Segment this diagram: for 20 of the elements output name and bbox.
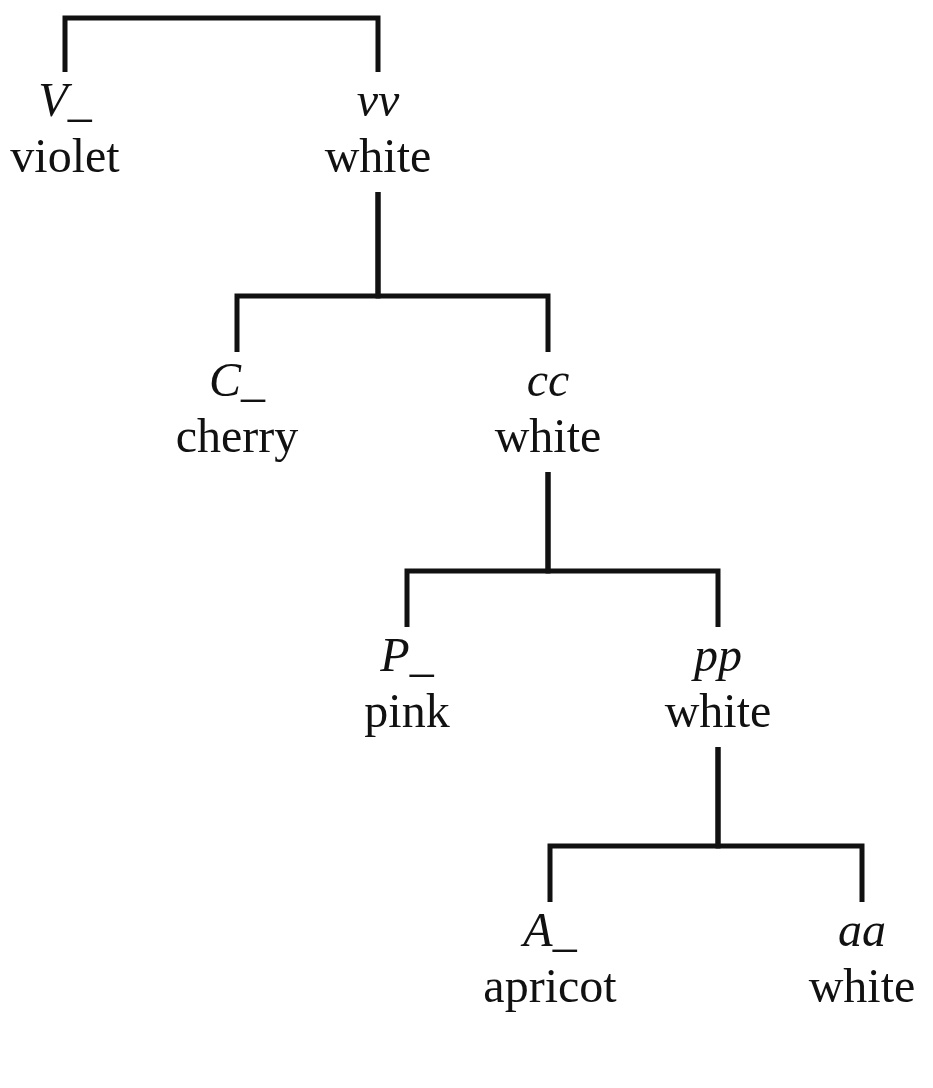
phenotype-label: white <box>664 683 772 739</box>
phenotype-label: cherry <box>175 408 299 464</box>
genotype-label: V_ <box>37 72 93 128</box>
connector-line <box>62 15 381 72</box>
connector-line <box>545 472 721 627</box>
genotype-label: A_ <box>483 902 617 958</box>
phenotype-label: white <box>324 128 432 184</box>
genotype-label: aa <box>837 902 887 958</box>
genotype-label: P_ <box>379 627 435 683</box>
phenotype-label: white <box>808 958 916 1014</box>
phenotype-label: violet <box>10 128 120 184</box>
connector-line <box>715 747 865 902</box>
genotype-label: C_ <box>208 352 267 408</box>
genotype-label: vv <box>355 72 401 128</box>
genotype-label: cc <box>525 352 571 408</box>
phenotype-label: white <box>494 408 602 464</box>
phenotype-label: pink <box>364 683 450 739</box>
genotype-label: pp <box>664 627 772 683</box>
phenotype-label: apricot <box>483 958 617 1014</box>
connector-line <box>375 192 551 352</box>
